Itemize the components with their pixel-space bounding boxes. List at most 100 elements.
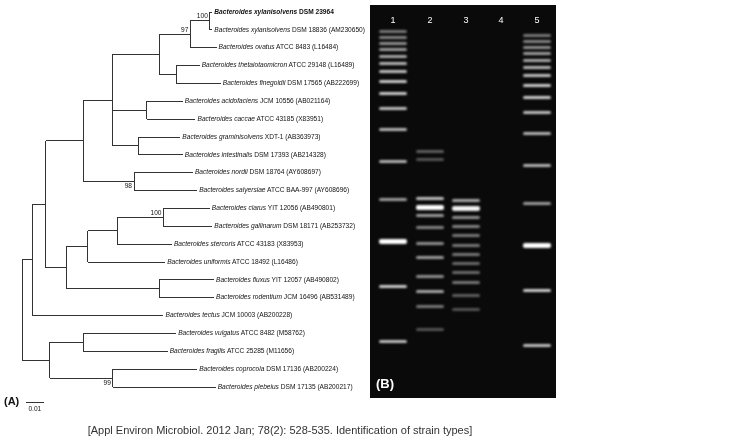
gel-band	[416, 256, 444, 259]
tree-branch	[112, 369, 113, 387]
taxon-name-part: Bacteroides tectus	[165, 311, 219, 318]
gel-background	[370, 5, 556, 398]
tree-branch	[190, 20, 209, 21]
tree-branch	[33, 315, 164, 316]
scale-bar	[26, 402, 44, 403]
tree-branch	[87, 231, 88, 262]
tree-branch	[190, 47, 216, 48]
tree-branch	[67, 288, 160, 289]
tree-branch	[67, 246, 88, 247]
gel-band	[379, 36, 407, 39]
tree-branch	[45, 141, 46, 268]
taxon-name-part: DSM 18764 (AY608697)	[248, 168, 321, 175]
gel-band	[416, 214, 444, 217]
taxon-name-part: Bacteroides finegoldii	[223, 79, 286, 86]
tree-branch	[22, 259, 33, 260]
tree-branch	[134, 190, 197, 191]
figure-caption: [Appl Environ Microbiol. 2012 Jan; 78(2)…	[88, 425, 473, 436]
taxon-name-part: Bacteroides thetaiotaomicron	[202, 61, 287, 68]
tree-branch	[112, 54, 113, 146]
taxon-name-part: Bacteroides ovatus	[219, 43, 275, 50]
gel-band	[523, 40, 551, 43]
taxon-label: Bacteroides acidofaciens JCM 10556 (AB02…	[185, 98, 330, 105]
bootstrap-value: 100	[150, 210, 161, 217]
tree-branch	[138, 137, 180, 138]
tree-branch	[33, 204, 46, 205]
gel-band	[523, 96, 551, 99]
gel-band	[379, 198, 407, 201]
lane-number: 5	[534, 16, 539, 25]
taxon-name-part: DSM 18836 (AM230650)	[290, 26, 365, 33]
gel-band	[452, 294, 480, 297]
tree-branch	[50, 342, 84, 343]
bootstrap-value: 97	[181, 27, 188, 34]
tree-branch	[163, 226, 212, 227]
taxon-label: Bacteroides plebeius DSM 17135 (AB200217…	[218, 384, 353, 391]
taxon-name-part: DSM 17136 (AB200224)	[264, 365, 338, 372]
tree-branch	[113, 110, 147, 111]
gel-band	[416, 197, 444, 200]
gel-band	[523, 74, 551, 77]
gel-band	[452, 216, 480, 219]
panel-letter: (A)	[4, 396, 19, 407]
tree-branch	[138, 137, 139, 155]
gel-band	[523, 84, 551, 87]
tree-branch	[88, 262, 165, 263]
taxon-label: Bacteroides coprocola DSM 17136 (AB20022…	[199, 366, 338, 373]
tree-branch	[159, 34, 190, 35]
tree-branch	[32, 204, 33, 315]
gel-band	[523, 164, 551, 167]
tree-branch	[113, 387, 216, 388]
gel-band	[379, 239, 407, 244]
bootstrap-value: 98	[125, 183, 132, 190]
tree-branch	[134, 172, 193, 173]
gel-band	[523, 243, 551, 248]
taxon-name-part: Bacteroides plebeius	[218, 383, 279, 390]
taxon-label: Bacteroides salyersiae ATCC BAA-997 (AY6…	[199, 187, 349, 194]
panel-letter: (B)	[376, 377, 394, 390]
gel-band	[523, 132, 551, 135]
taxon-name-part: Bacteroides clarus	[212, 204, 266, 211]
gel-band	[379, 160, 407, 163]
taxon-name-part: YIT 12056 (AB490801)	[266, 204, 335, 211]
taxon-label: Bacteroides rodentium JCM 16496 (AB53148…	[216, 294, 355, 301]
lane-number: 4	[498, 16, 503, 25]
tree-branch	[49, 342, 50, 378]
taxon-label: Bacteroides stercoris ATCC 43183 (X83953…	[174, 241, 304, 248]
tree-branch	[176, 66, 177, 84]
tree-branch	[159, 280, 160, 298]
taxon-name-part: JCM 16496 (AB531489)	[282, 293, 355, 300]
taxon-label: Bacteroides ovatus ATCC 8483 (L16484)	[219, 44, 339, 51]
taxon-name-part: XDT-1 (AB363973)	[263, 133, 321, 140]
gel-band	[416, 158, 444, 161]
taxon-name-part: Bacteroides fluxus	[216, 276, 270, 283]
lane-number: 1	[390, 16, 395, 25]
taxon-label: Bacteroides tectus JCM 10003 (AB200228)	[165, 312, 292, 319]
taxon-name-part: Bacteroides salyersiae	[199, 186, 265, 193]
taxon-name-part: Bacteroides coprocola	[199, 365, 264, 372]
tree-branch	[146, 101, 147, 119]
gel-band	[416, 290, 444, 293]
taxon-label: Bacteroides vulgatus ATCC 8482 (M58762)	[178, 330, 305, 337]
gel-band	[452, 225, 480, 228]
gel-band	[379, 285, 407, 288]
tree-branch	[147, 119, 196, 120]
gel-band	[523, 344, 551, 347]
tree-branch	[83, 333, 84, 351]
gel-band	[416, 305, 444, 308]
taxon-name-part: YIT 12057 (AB490802)	[270, 276, 339, 283]
taxon-name-part: ATCC 18492 (L16486)	[231, 258, 298, 265]
tree-branch	[159, 279, 214, 280]
gel-band	[416, 275, 444, 278]
gel-band	[523, 34, 551, 37]
taxon-name-part: ATCC 43185 (X83951)	[255, 115, 323, 122]
taxon-name-part: Bacteroides xylanisolvens	[214, 8, 297, 15]
gel-band	[523, 66, 551, 69]
taxon-label: Bacteroides intestinalis DSM 17393 (AB21…	[185, 152, 326, 159]
bootstrap-value: 100	[197, 13, 208, 20]
gel-band	[416, 150, 444, 153]
tree-branch	[147, 101, 183, 102]
taxon-name-part: Bacteroides intestinalis	[185, 151, 252, 158]
tree-branch	[163, 208, 209, 209]
gel-band	[452, 244, 480, 247]
